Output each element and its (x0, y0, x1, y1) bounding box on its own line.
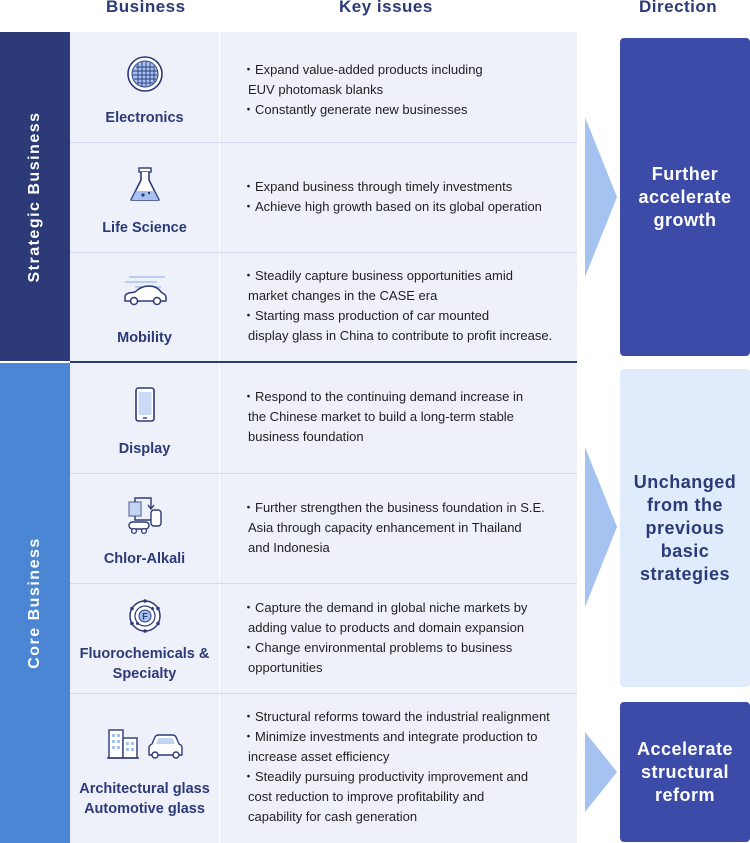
key-issue-item: ・Constantly generate new businesses (242, 102, 468, 117)
key-issues: ・Capture the demand in global niche mark… (242, 598, 563, 678)
key-issues: ・Further strengthen the business foundat… (242, 498, 563, 558)
direction-label: Unchanged from the previous basic strate… (633, 471, 737, 584)
key-issue-item: ・Change environmental problems to busine… (242, 640, 513, 675)
key-issues: ・Respond to the continuing demand increa… (242, 387, 563, 447)
row-divider (70, 473, 577, 474)
key-issues: ・Expand value-added products including E… (242, 60, 563, 120)
business-cell: F Fluorochemicals & Specialty (70, 584, 220, 693)
svg-text:F: F (142, 612, 148, 622)
business-name: Display (118, 441, 171, 457)
business-cell: Electronics (70, 32, 220, 142)
building-and-car-icon (106, 729, 183, 759)
row-divider (70, 583, 577, 584)
business-cell: Display (70, 363, 220, 473)
direction-accelerate-structural-reform: Accelerate structural reform (620, 702, 750, 842)
key-issue-item: ・Expand business through timely investme… (242, 179, 513, 194)
band-label: Strategic Business (26, 110, 43, 283)
direction-unchanged-strategies: Unchanged from the previous basic strate… (620, 369, 750, 687)
key-issues: ・Expand business through timely investme… (242, 177, 563, 217)
row-life-science: Life Science ・Expand business through ti… (70, 143, 577, 252)
row-divider (70, 142, 577, 143)
direction-label: Further accelerate growth (638, 163, 732, 230)
arrow-right-icon (585, 447, 617, 607)
business-name: Electronics (105, 110, 184, 126)
key-issues: ・Steadily capture business opportunities… (242, 266, 563, 346)
key-issue-item: ・Respond to the continuing demand increa… (242, 389, 524, 444)
row-architectural-automotive-glass: Architectural glass Automotive glass ・St… (70, 694, 577, 843)
key-issue-item: ・Structural reforms toward the industria… (242, 709, 550, 724)
header-business: Business (106, 0, 186, 16)
row-divider (70, 252, 577, 253)
band-strategic-business: Strategic Business (0, 32, 70, 361)
business-cell: Architectural glass Automotive glass (70, 694, 220, 843)
business-cell: Mobility (70, 253, 220, 361)
flask-icon (129, 167, 160, 201)
key-issue-item: ・Further strengthen the business foundat… (242, 500, 545, 555)
business-name: Life Science (102, 220, 187, 236)
car-icon (123, 276, 167, 306)
arrow-right-icon (585, 117, 617, 277)
wafer-icon (126, 56, 163, 92)
key-issue-item: ・Starting mass production of car mounted… (242, 308, 553, 343)
header-key-issues: Key issues (339, 0, 433, 16)
key-issue-item: ・Capture the demand in global niche mark… (242, 600, 528, 635)
business-name: Architectural glass Automotive glass (79, 781, 210, 817)
row-fluorochemicals-specialty: F Fluorochemicals & Specialty ・Capture t… (70, 584, 577, 693)
business-name: Mobility (117, 330, 172, 346)
row-electronics: Electronics ・Expand value-added products… (70, 32, 577, 142)
business-name: Chlor-Alkali (103, 551, 186, 567)
chemical-plant-icon (127, 497, 162, 535)
header-direction: Direction (639, 0, 718, 16)
direction-further-accelerate-growth: Further accelerate growth (620, 38, 750, 356)
arrow-right-icon (585, 732, 617, 812)
key-issue-item: ・Minimize investments and integrate prod… (242, 729, 538, 764)
business-cell: Chlor-Alkali (70, 474, 220, 583)
key-issue-item: ・Steadily pursuing productivity improvem… (242, 769, 529, 824)
row-mobility: Mobility ・Steadily capture business oppo… (70, 253, 577, 361)
row-display: Display ・Respond to the continuing deman… (70, 363, 577, 473)
key-issue-item: ・Expand value-added products including E… (242, 62, 483, 97)
key-issue-item: ・Achieve high growth based on its global… (242, 199, 542, 214)
smartphone-icon (134, 387, 155, 422)
band-label: Core Business (26, 537, 43, 669)
business-name: Fluorochemicals & Specialty (79, 646, 210, 682)
row-chlor-alkali: Chlor-Alkali ・Further strengthen the bus… (70, 474, 577, 583)
fluorine-atom-icon: F (128, 599, 161, 633)
key-issue-item: ・Steadily capture business opportunities… (242, 268, 513, 303)
business-cell: Life Science (70, 143, 220, 252)
row-divider (70, 693, 577, 694)
direction-label: Accelerate structural reform (636, 738, 734, 805)
section-divider (70, 361, 577, 363)
key-issues: ・Structural reforms toward the industria… (242, 707, 563, 827)
band-core-business: Core Business (0, 363, 70, 843)
